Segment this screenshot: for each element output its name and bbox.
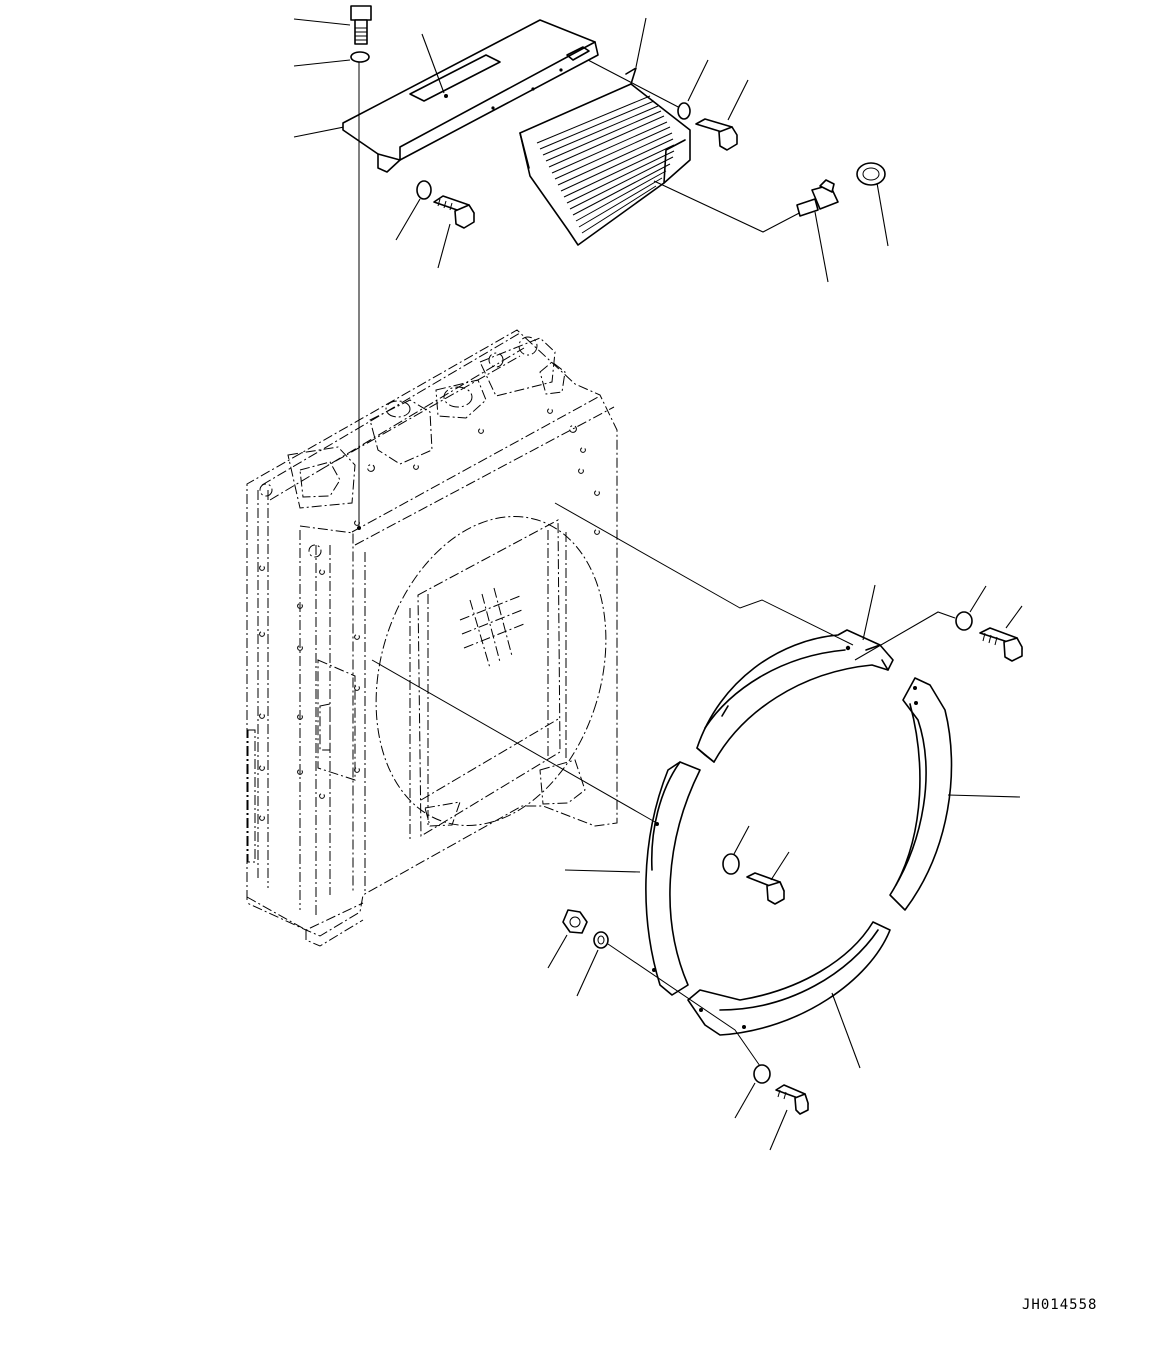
ring-right-segment bbox=[889, 677, 953, 911]
ring-center-washer bbox=[722, 853, 740, 875]
nipple-fitting bbox=[796, 179, 839, 217]
ring-upper-bolt bbox=[979, 627, 1023, 662]
ring-upper-segment bbox=[696, 629, 894, 763]
oil-cooler bbox=[519, 67, 691, 246]
top-washer bbox=[350, 51, 370, 63]
ring-bottom-segment bbox=[687, 921, 891, 1036]
bolt-below-bracket bbox=[433, 195, 475, 229]
radiator-assembly bbox=[246, 329, 618, 947]
cooler-bolt bbox=[695, 118, 738, 151]
lower-bolt bbox=[775, 1084, 809, 1115]
washer-below-bracket bbox=[416, 180, 432, 200]
lower-left-nut bbox=[562, 909, 588, 934]
ring-upper-washer bbox=[955, 611, 973, 631]
ring-left-segment bbox=[645, 761, 701, 996]
lower-left-washer bbox=[593, 931, 609, 949]
leader-top-bolt bbox=[293, 18, 351, 26]
cooler-washer bbox=[677, 102, 691, 120]
lower-washer bbox=[753, 1064, 771, 1084]
o-ring bbox=[856, 162, 886, 186]
drawing-number: JH014558 bbox=[1022, 1297, 1098, 1313]
ring-center-bolt bbox=[746, 872, 785, 905]
bracket-plate bbox=[342, 19, 599, 173]
top-bolt bbox=[350, 5, 372, 45]
leader-top-washer bbox=[293, 59, 351, 67]
